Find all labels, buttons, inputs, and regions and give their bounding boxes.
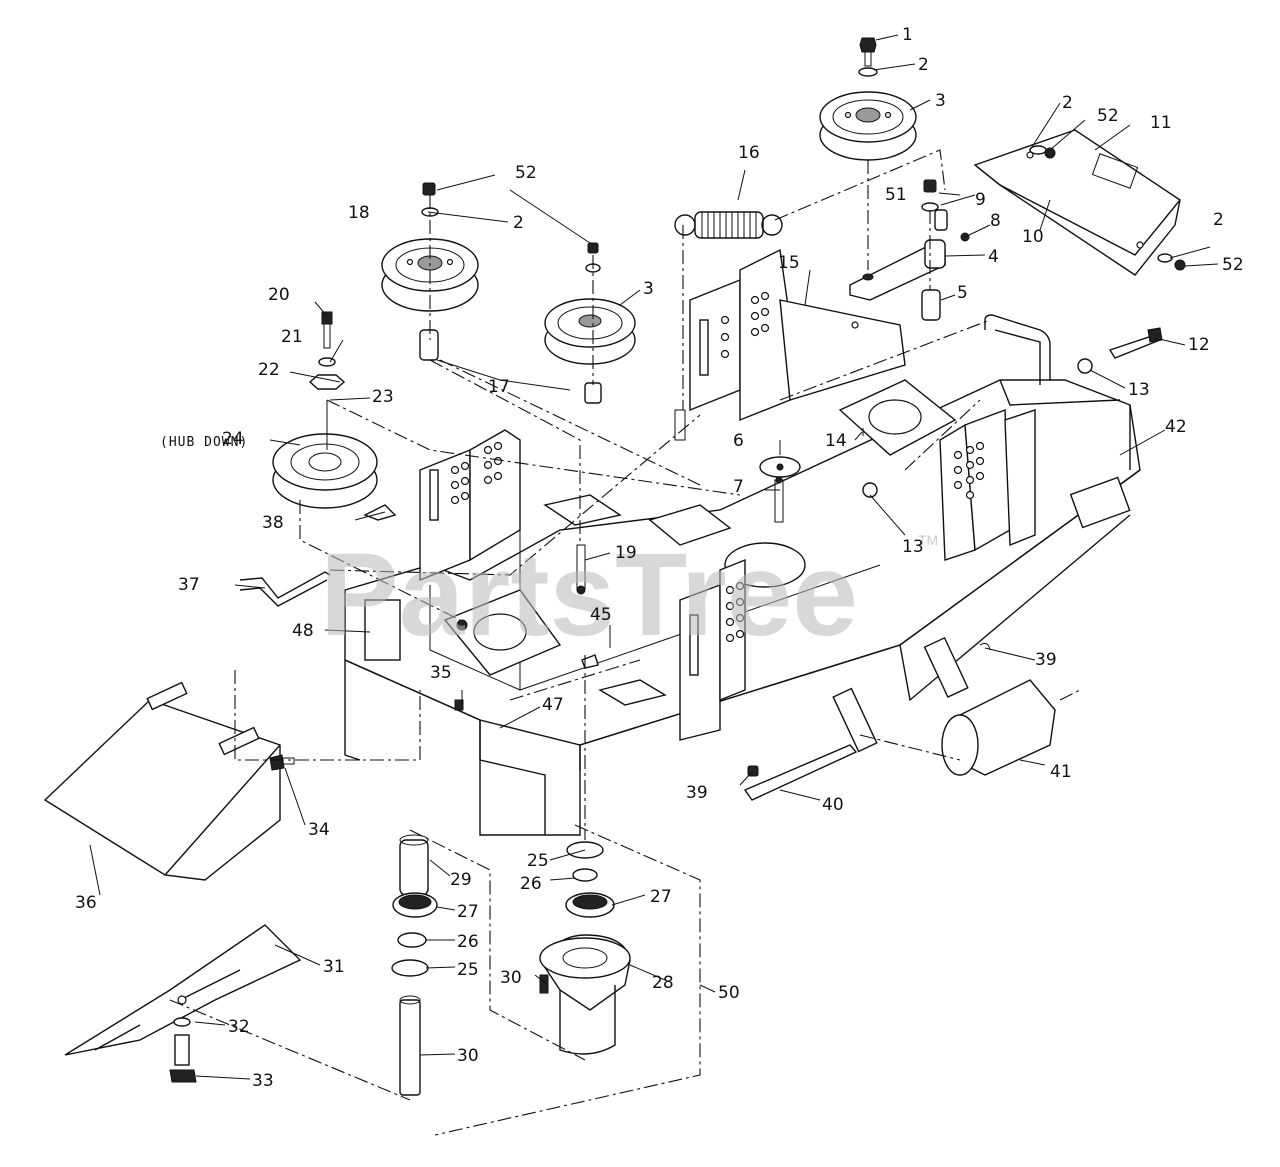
callout-24: 24 [222, 429, 244, 449]
callout-39: 39 [1035, 650, 1057, 670]
callout-2: 2 [918, 55, 929, 75]
roller-41 [941, 679, 1056, 776]
belt-cover-10 [973, 129, 1181, 276]
callout-25: 25 [527, 851, 549, 871]
callout-2: 2 [513, 213, 524, 233]
callout-labels: 1 2 3 2 52 11 51 9 8 4 10 2 52 5 16 52 1… [75, 25, 1244, 1091]
callout-32: 32 [228, 1017, 250, 1037]
callout-42: 42 [1165, 417, 1187, 437]
callout-6: 6 [733, 431, 744, 451]
callout-7: 7 [733, 477, 744, 497]
callout-27: 27 [457, 902, 479, 922]
leader-lines [89, 34, 1219, 1080]
callout-38: 38 [262, 513, 284, 533]
callout-14: 14 [825, 431, 847, 451]
callout-51: 51 [885, 185, 907, 205]
callout-33: 33 [252, 1071, 274, 1091]
callout-36: 36 [75, 893, 97, 913]
callout-13: 13 [902, 537, 924, 557]
callout-3: 3 [935, 91, 946, 111]
callout-5: 5 [957, 283, 968, 303]
pulley-24 [272, 433, 378, 509]
callout-48: 48 [292, 621, 314, 641]
callout-15: 15 [778, 253, 800, 273]
discharge-chute-36 [43, 681, 295, 881]
callout-40: 40 [822, 795, 844, 815]
watermark-text: PartsTree [320, 529, 858, 661]
callout-45: 45 [590, 605, 612, 625]
callout-21: 21 [281, 327, 303, 347]
bracket-right [939, 409, 1036, 561]
spindle-plate-left [443, 589, 562, 676]
callout-17: 17 [488, 377, 510, 397]
callout-10: 10 [1022, 227, 1044, 247]
axle-40 [743, 476, 1131, 801]
callout-9: 9 [975, 190, 986, 210]
bracket-left-holes [450, 441, 503, 505]
callout-29: 29 [450, 870, 472, 890]
bracket-front-center [679, 558, 746, 741]
callout-28: 28 [652, 973, 674, 993]
callout-20: 20 [268, 285, 290, 305]
callout-1: 1 [902, 25, 913, 45]
rod-37 [239, 571, 331, 607]
callout-39: 39 [686, 783, 708, 803]
callout-4: 4 [988, 247, 999, 267]
callout-2: 2 [1062, 93, 1073, 113]
callout-27: 27 [650, 887, 672, 907]
callout-19: 19 [615, 543, 637, 563]
callout-23: 23 [372, 387, 394, 407]
spindle-plate-right [838, 379, 957, 456]
callout-35: 35 [430, 663, 452, 683]
callout-52: 52 [1097, 106, 1119, 126]
callout-30: 30 [500, 968, 522, 988]
callout-13: 13 [1128, 380, 1150, 400]
callout-34: 34 [308, 820, 330, 840]
callout-3: 3 [643, 279, 654, 299]
spindle-left-parts [391, 834, 438, 1096]
callout-26: 26 [457, 932, 479, 952]
pulley-18 [381, 238, 479, 312]
callout-37: 37 [178, 575, 200, 595]
callout-52: 52 [1222, 255, 1244, 275]
callout-8: 8 [990, 211, 1001, 231]
callout-26: 26 [520, 874, 542, 894]
callout-50: 50 [718, 983, 740, 1003]
callout-11: 11 [1150, 113, 1172, 133]
callout-25: 25 [457, 960, 479, 980]
callout-16: 16 [738, 143, 760, 163]
callout-12: 12 [1188, 335, 1210, 355]
pulley-3-mid [544, 298, 636, 365]
callout-30: 30 [457, 1046, 479, 1066]
callout-47: 47 [542, 695, 564, 715]
lift-handle [984, 314, 1051, 380]
deck-plates [364, 494, 732, 706]
assembly-lines [169, 149, 1081, 1136]
callout-18: 18 [348, 203, 370, 223]
bracket-center-rear [689, 248, 906, 422]
blade-31 [64, 924, 302, 1083]
hub-down-note: (HUB DOWN) [160, 435, 248, 450]
callout-22: 22 [258, 360, 280, 380]
spacer-5 [921, 289, 941, 321]
bracket-left [419, 429, 521, 582]
spindle-right-parts [539, 841, 631, 1055]
spring-16 [674, 211, 783, 239]
callout-31: 31 [323, 957, 345, 977]
callout-41: 41 [1050, 762, 1072, 782]
callout-52: 52 [515, 163, 537, 183]
watermark-trademark: TM [918, 532, 938, 548]
callout-2: 2 [1213, 210, 1224, 230]
pulley-3-top [819, 91, 917, 161]
